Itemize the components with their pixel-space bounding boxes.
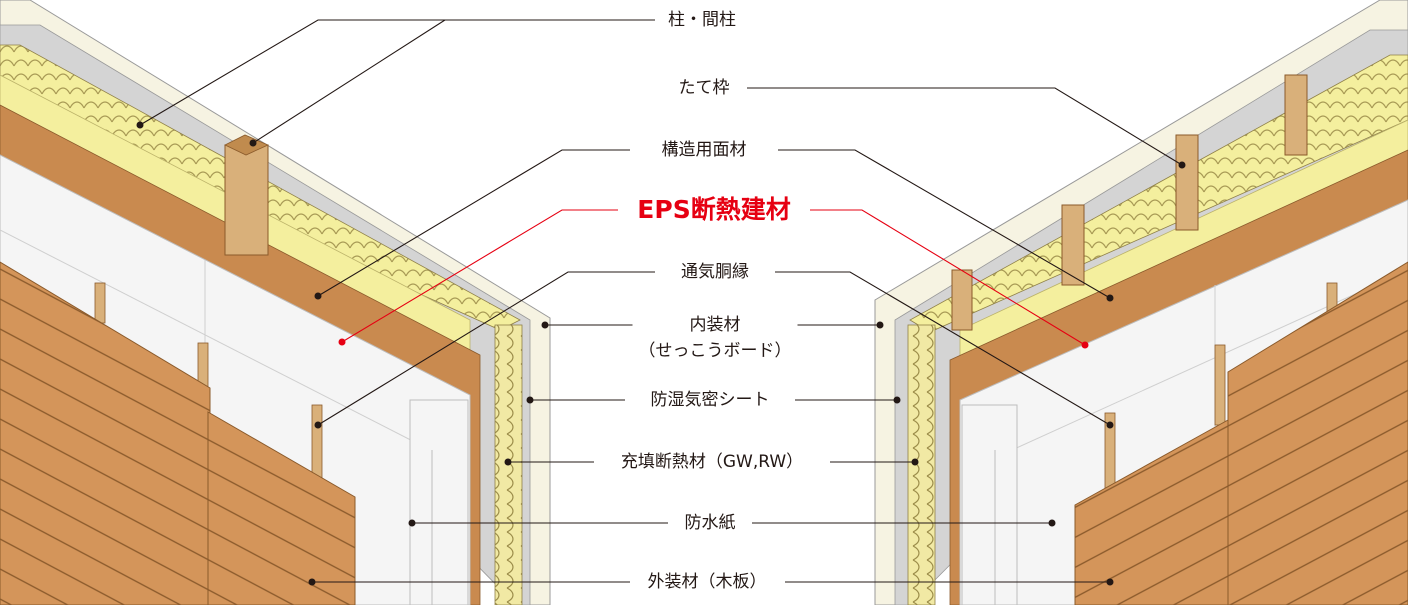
black-dot-marker	[911, 458, 919, 466]
label-interior-line2: （せっこうボード）	[638, 341, 792, 361]
right-furring-strip	[1214, 344, 1226, 426]
leader-sheathing	[317, 149, 630, 297]
leader-dots	[136, 121, 1186, 586]
black-dot-marker	[526, 396, 534, 404]
black-dot-marker	[504, 458, 512, 466]
black-dot-marker	[249, 139, 257, 147]
red-dot-marker	[338, 338, 346, 346]
eps-leader-lines	[341, 209, 1086, 346]
right-stud	[951, 269, 973, 331]
leader-sheathing	[778, 149, 1111, 299]
right-stud	[1061, 204, 1085, 286]
black-dot-marker	[1106, 294, 1114, 302]
label-interior: 内装材 （せっこうボード）	[632, 312, 798, 364]
right-fill-insulation-face	[907, 324, 936, 605]
black-dot-marker	[876, 321, 884, 329]
label-stud: たて枠	[672, 77, 736, 99]
left-siding-panel	[207, 411, 356, 605]
label-waterproof-paper: 防水紙	[678, 512, 742, 534]
black-dot-marker	[1178, 161, 1186, 169]
label-sheathing: 構造用面材	[655, 139, 753, 161]
black-dot-marker	[308, 578, 316, 586]
leader-furring	[317, 271, 655, 426]
left-post	[224, 144, 269, 256]
label-exterior: 外装材（木板）	[641, 571, 773, 593]
leader-furring	[775, 271, 1111, 426]
label-eps: EPS断熱建材	[631, 195, 797, 225]
black-dot-marker	[1048, 519, 1056, 527]
black-dot-marker	[1106, 421, 1114, 429]
black-dot-marker	[541, 321, 549, 329]
label-furring: 通気胴縁	[675, 261, 755, 283]
label-post: 柱・間柱	[662, 9, 742, 31]
black-dot-marker	[1106, 578, 1114, 586]
leader-eps	[341, 209, 618, 343]
right-stud	[1284, 74, 1308, 156]
black-dot-marker	[314, 421, 322, 429]
label-fill-insulation: 充填断熱材（GW,RW）	[614, 451, 810, 473]
leader-lines	[139, 19, 1183, 583]
black-dot-marker	[893, 396, 901, 404]
leader-stud	[747, 87, 1183, 166]
left-furring-strip	[94, 282, 106, 324]
label-interior-line1: 内装材	[689, 315, 741, 335]
left-furring-strip	[311, 404, 323, 481]
left-wall	[0, 0, 551, 605]
label-vapor-barrier: 防湿気密シート	[644, 389, 776, 411]
right-wall	[874, 0, 1408, 605]
leader-eps	[810, 209, 1086, 346]
left-siding-panel	[0, 261, 211, 605]
red-dot-marker	[1081, 341, 1089, 349]
leader-post	[252, 19, 446, 144]
right-siding-panel	[1074, 419, 1229, 605]
right-stud	[1175, 134, 1199, 231]
black-dot-marker	[408, 519, 416, 527]
right-siding-panel	[1227, 261, 1408, 605]
black-dot-marker	[314, 292, 322, 300]
leader-post	[139, 19, 655, 126]
black-dot-marker	[136, 121, 144, 129]
eps-dots	[338, 338, 1089, 349]
